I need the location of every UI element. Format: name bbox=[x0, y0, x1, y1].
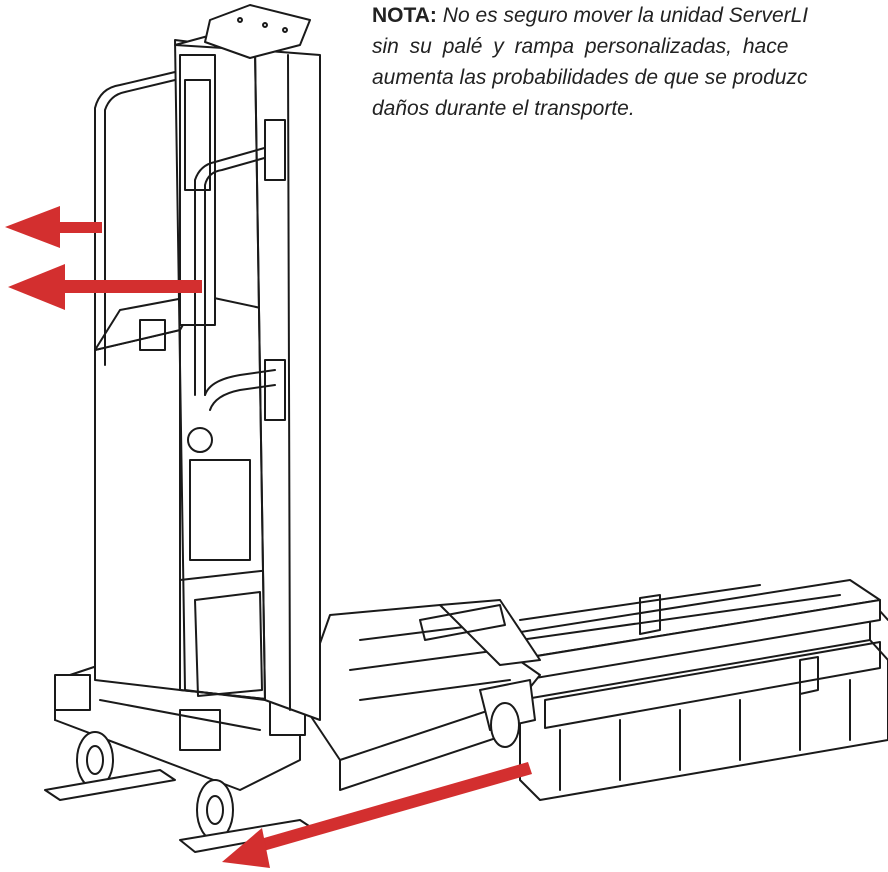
lift-mast bbox=[174, 29, 321, 721]
note-text-4: daños durante el transporte. bbox=[372, 97, 635, 120]
top-plate bbox=[204, 4, 311, 59]
movement-arrows bbox=[5, 206, 532, 868]
safety-note: NOTA: No es seguro mover la unidad Serve… bbox=[372, 0, 888, 124]
base-platform bbox=[299, 599, 541, 791]
note-text-1: No es seguro mover la unidad ServerLI bbox=[442, 4, 809, 27]
note-label: NOTA: bbox=[372, 4, 437, 27]
caster-wheels bbox=[76, 702, 520, 841]
note-text-2: sin su palé y rampa personalizadas, hace bbox=[372, 35, 789, 58]
lower-cabinet bbox=[94, 294, 276, 701]
handles bbox=[94, 71, 286, 421]
pallet-ramp bbox=[469, 579, 888, 801]
arrow-upper-left bbox=[5, 206, 102, 248]
arrow-bottom-diagonal bbox=[222, 762, 532, 868]
arrow-middle-left bbox=[8, 264, 202, 310]
floor-skids bbox=[44, 769, 316, 853]
note-text-3: aumenta las probabilidades de que se pro… bbox=[372, 66, 808, 89]
note-line-1: NOTA: No es seguro mover la unidad Serve… bbox=[372, 0, 888, 31]
